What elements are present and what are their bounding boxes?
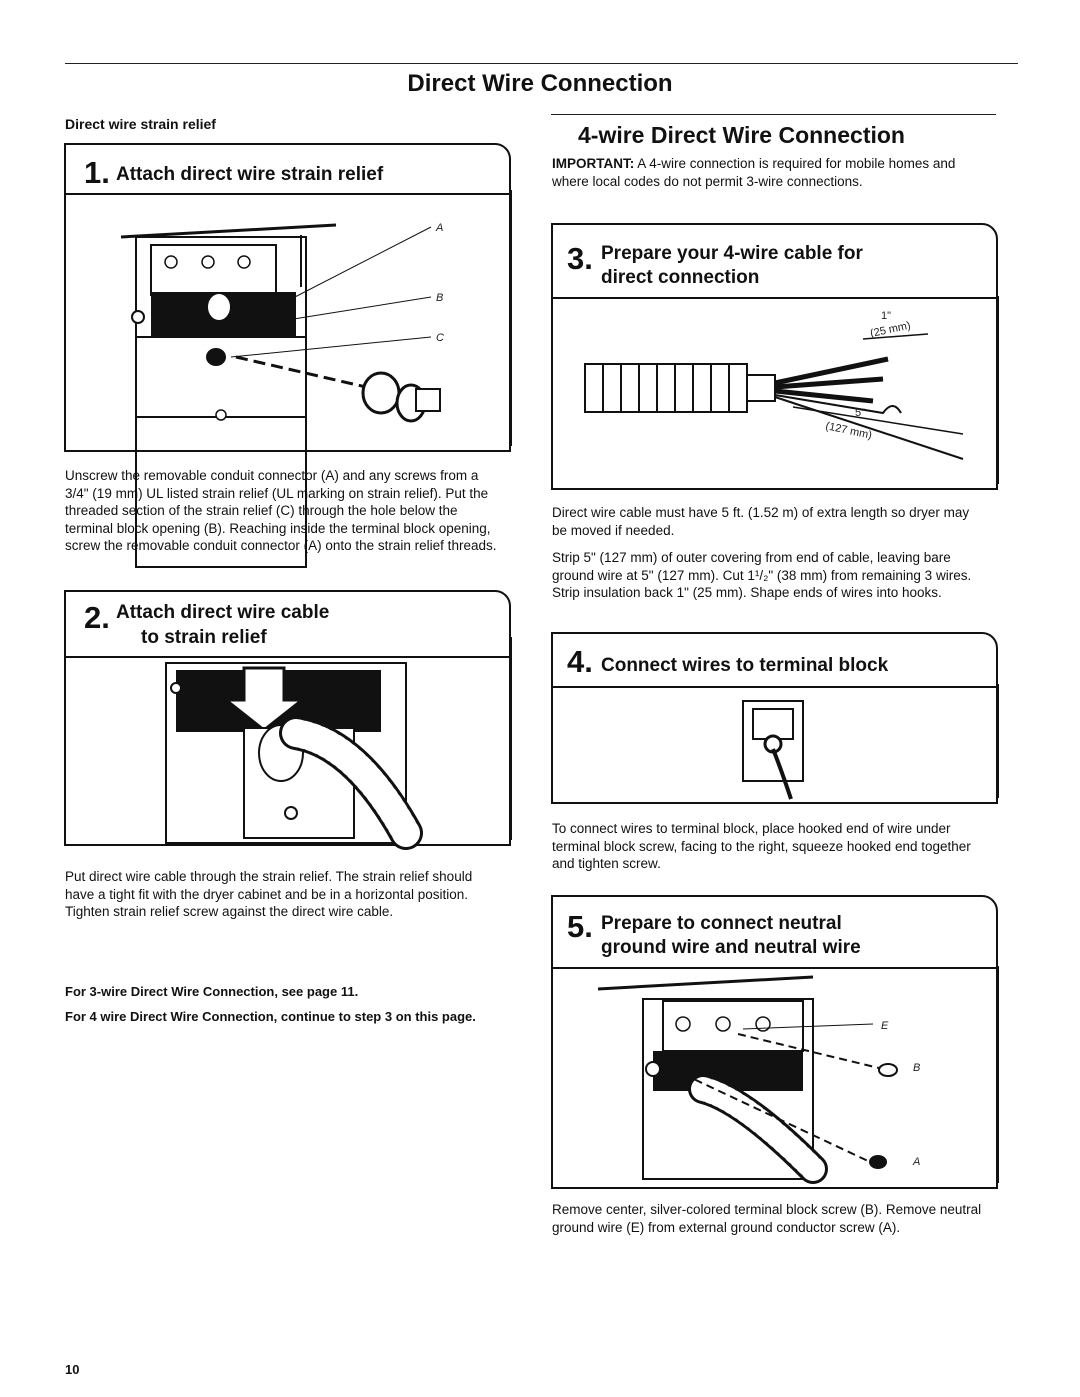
- dim-127mm: (127 mm): [824, 420, 873, 442]
- page-number: 10: [65, 1362, 80, 1377]
- callout-b-step5: B: [913, 1062, 920, 1074]
- step1-text: Unscrew the removable conduit connector …: [65, 468, 497, 553]
- step1-title: Attach direct wire strain relief: [116, 164, 384, 185]
- dim-5in: 5": [855, 407, 865, 419]
- step4-header: 4. Connect wires to terminal block: [553, 634, 996, 688]
- note-3wire: For 3-wire Direct Wire Connection, see p…: [65, 984, 359, 999]
- important-text: A 4-wire connection is required for mobi…: [552, 156, 956, 189]
- step1-box: 1. Attach direct wire strain relief A B …: [64, 143, 511, 568]
- step4-text: To connect wires to terminal block, plac…: [552, 821, 971, 871]
- step4-illustration: [742, 700, 804, 800]
- important-note: IMPORTANT: A 4-wire connection is requir…: [552, 155, 992, 190]
- step3-title-line2: direct connection: [601, 267, 760, 288]
- step2-number: 2.: [84, 600, 110, 635]
- four-wire-section-title: 4-wire Direct Wire Connection: [578, 122, 905, 148]
- dim-1in: 1": [881, 310, 891, 322]
- step5-illustration: E B A: [597, 975, 920, 1184]
- strain-relief-subheading: Direct wire strain relief: [65, 116, 216, 132]
- step3-box: 3. Prepare your 4-wire cable for direct …: [551, 223, 998, 490]
- step3-title-line1: Prepare your 4-wire cable for: [601, 243, 863, 264]
- cable-length-text: Direct wire cable must have 5 ft. (1.52 …: [552, 505, 970, 538]
- top-rule: [65, 63, 1018, 64]
- step3-illustration: 1" (25 mm) 5" (127 mm): [584, 310, 964, 460]
- step2-box: 2. Attach direct wire cable to strain re…: [64, 590, 511, 850]
- step2-text: Put direct wire cable through the strain…: [65, 869, 473, 919]
- step2-title-line2: to strain relief: [141, 627, 267, 648]
- callout-b: B: [436, 292, 443, 304]
- step5-number: 5.: [567, 909, 593, 944]
- note-4wire: For 4 wire Direct Wire Connection, conti…: [65, 1009, 476, 1024]
- step1-header: 1. Attach direct wire strain relief: [66, 145, 509, 195]
- step5-box: 5. Prepare to connect neutral ground wir…: [551, 895, 998, 1189]
- step2-title-line1: Attach direct wire cable: [116, 602, 330, 623]
- step4-number: 4.: [567, 644, 593, 679]
- step4-box: 4. Connect wires to terminal block: [551, 632, 998, 804]
- step5-title-line2: ground wire and neutral wire: [601, 937, 861, 958]
- page-title: Direct Wire Connection: [407, 70, 673, 97]
- step1-illustration: A B C: [120, 222, 444, 568]
- strip-instructions-text: Strip 5" (127 mm) of outer covering from…: [552, 550, 972, 600]
- callout-e: E: [881, 1020, 889, 1032]
- step4-title: Connect wires to terminal block: [601, 655, 889, 676]
- callout-c: C: [436, 332, 444, 344]
- step1-number: 1.: [84, 155, 110, 190]
- step3-header: 3. Prepare your 4-wire cable for direct …: [553, 225, 996, 299]
- step3-number: 3.: [567, 241, 593, 276]
- callout-a: A: [435, 222, 443, 234]
- step5-text: Remove center, silver-colored terminal b…: [552, 1202, 982, 1235]
- right-section-rule: [551, 114, 996, 115]
- important-label: IMPORTANT:: [552, 156, 635, 171]
- step2-illustration: [165, 662, 423, 850]
- step2-header: 2. Attach direct wire cable to strain re…: [66, 592, 509, 658]
- callout-a-step5: A: [912, 1156, 920, 1168]
- step5-header: 5. Prepare to connect neutral ground wir…: [553, 897, 996, 969]
- step5-title-line1: Prepare to connect neutral: [601, 913, 842, 934]
